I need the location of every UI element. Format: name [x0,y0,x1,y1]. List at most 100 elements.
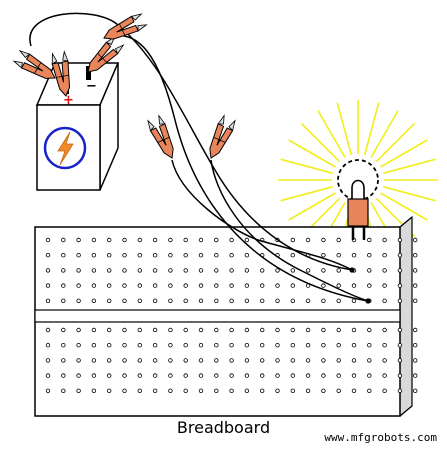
breadboard-hole [106,388,112,393]
breadboard-hole [382,298,387,303]
breadboard-hole [152,343,158,348]
breadboard-hole [45,252,51,258]
breadboard-hole [321,268,326,273]
breadboard-hole [91,373,97,378]
breadboard-hole [229,343,234,348]
battery: + − [35,62,120,191]
breadboard-hole [413,237,418,243]
lightning-bolt-icon [57,131,74,166]
breadboard-hole [122,237,127,243]
breadboard-hole [214,268,219,273]
negative-symbol: − [86,79,97,94]
breadboard-hole [106,373,112,378]
breadboard-hole [367,373,372,378]
breadboard-hole [244,327,250,333]
breadboard-hole [336,237,341,243]
light-ray [380,139,428,168]
breadboard-hole [152,237,158,243]
breadboard-hole [198,358,204,363]
breadboard-hole [367,268,372,273]
breadboard-hole [168,237,173,243]
breadboard-hole [214,373,219,378]
breadboard-hole [168,388,173,393]
negative-terminal [86,66,91,80]
breadboard-hole [351,283,357,288]
breadboard-hole [413,327,418,333]
breadboard-hole [290,358,295,363]
breadboard-hole [260,343,265,348]
breadboard-hole [76,343,81,348]
clip-hanging-left [145,114,180,162]
breadboard-hole [305,298,311,303]
breadboard-hole [183,237,188,243]
breadboard-hole [351,388,357,393]
breadboard-hole [382,252,387,258]
breadboard-hole [152,358,158,363]
breadboard-hole [168,373,173,378]
breadboard-hole [45,298,51,303]
breadboard-hole [413,388,418,393]
breadboard-hole [321,252,326,258]
breadboard-hole [321,388,326,393]
breadboard-hole [397,327,403,333]
breadboard-hole [61,358,66,363]
breadboard-hole [336,298,341,303]
breadboard-hole [275,327,280,333]
breadboard-hole [275,343,280,348]
breadboard-hole [229,283,234,288]
breadboard-hole [397,298,403,303]
breadboard-hole [351,343,357,348]
breadboard-hole [305,358,311,363]
breadboard-hole [305,343,311,348]
breadboard-hole [336,388,341,393]
wire-endpoint-2 [365,298,371,304]
breadboard-hole [152,327,158,333]
breadboard-hole [45,358,51,363]
wires [29,12,369,302]
breadboard-hole [152,268,158,273]
breadboard-hole [137,388,142,393]
breadboard-hole [137,327,142,333]
breadboard-hole [214,252,219,258]
breadboard-hole [152,373,158,378]
breadboard-hole [91,298,97,303]
breadboard-hole [198,343,204,348]
wire-2 [103,34,369,302]
breadboard-hole [198,283,204,288]
breadboard-hole [152,283,158,288]
breadboard-hole [122,388,127,393]
breadboard-hole [122,343,127,348]
breadboard-hole [122,252,127,258]
breadboard-hole [183,283,188,288]
breadboard-hole [76,388,81,393]
breadboard-hole [45,343,51,348]
breadboard-hole [229,327,234,333]
breadboard-hole [244,283,250,288]
breadboard-hole [214,237,219,243]
breadboard-hole [244,298,250,303]
breadboard-hole [76,358,81,363]
breadboard-hole [183,373,188,378]
breadboard-holes [45,237,418,393]
breadboard-hole [305,388,311,393]
breadboard-hole [61,237,66,243]
breadboard-hole [122,298,127,303]
breadboard-hole [76,373,81,378]
breadboard-hole [61,327,66,333]
breadboard-hole [413,268,418,273]
breadboard-hole [45,237,51,243]
breadboard-hole [229,373,234,378]
breadboard-hole [367,283,372,288]
breadboard-hole [321,283,326,288]
breadboard-hole [45,327,51,333]
breadboard-hole [244,373,250,378]
breadboard-hole [290,252,295,258]
breadboard-hole [275,283,280,288]
breadboard-hole [122,358,127,363]
wire-endpoint-1 [349,267,355,273]
breadboard-hole [244,358,250,363]
breadboard-hole [91,283,97,288]
breadboard-hole [198,268,204,273]
breadboard-hole [137,298,142,303]
breadboard-hole [351,298,357,303]
